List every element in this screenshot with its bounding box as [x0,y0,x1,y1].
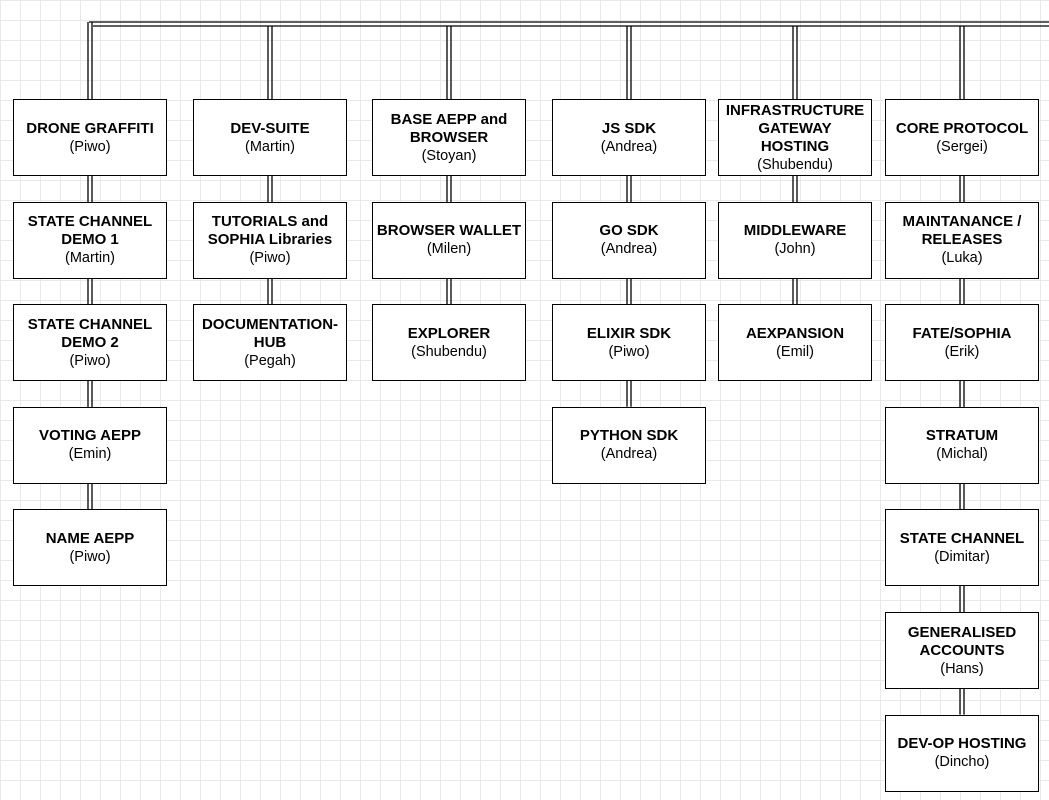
node-title: STRATUM [925,427,999,445]
node-title: CORE PROTOCOL [895,119,1029,137]
node-title: BROWSER WALLET [376,222,522,240]
node-owner: (Piwo) [69,138,111,155]
node-owner: (Milen) [426,241,472,258]
node-title: HOSTING [760,137,830,155]
node-owner: (Dimitar) [934,548,990,565]
node-owner: (Andrea) [600,138,658,155]
node-title: EXPLORER [407,324,491,342]
node-owner: (Shubendu) [411,343,487,360]
node-owner: (John) [774,241,816,258]
node-owner: (Sergei) [936,138,988,155]
node-title: ELIXIR SDK [586,324,672,342]
node-owner: (Michal) [936,446,988,463]
node-title: PYTHON SDK [579,427,679,445]
node-title: JS SDK [601,119,657,137]
org-node[interactable]: DOCUMENTATION-HUB(Pegah) [193,304,347,382]
node-owner: (Andrea) [600,241,658,258]
node-owner: (Luka) [941,250,983,267]
org-node[interactable]: CORE PROTOCOL(Sergei) [885,99,1039,176]
node-owner: (Pegah) [244,352,296,369]
node-title: SOPHIA Libraries [207,231,333,249]
node-title: DRONE GRAFFITI [26,119,154,137]
node-owner: (Erik) [944,343,980,360]
org-node[interactable]: MIDDLEWARE(John) [718,201,872,279]
node-title: FATE/SOPHIA [912,324,1012,342]
org-node[interactable]: EXPLORER(Shubendu) [372,304,526,382]
node-title: DOCUMENTATION- [201,315,339,333]
node-title: GO SDK [599,222,659,240]
node-owner: (Emin) [68,446,112,463]
node-owner: (Hans) [940,660,984,677]
node-owner: (Martin) [65,250,115,267]
node-title: DEMO 2 [61,333,119,351]
node-title: ACCOUNTS [919,641,1005,659]
node-owner: (Piwo) [249,250,291,267]
node-title: INFRASTRUCTURE [725,101,865,119]
node-owner: (Andrea) [600,446,658,463]
node-owner: (Stoyan) [421,147,477,164]
org-node[interactable]: AEXPANSION(Emil) [718,304,872,382]
org-node[interactable]: STATE CHANNEL(Dimitar) [885,509,1039,587]
node-owner: (Piwo) [608,343,650,360]
node-title: VOTING AEPP [39,427,141,445]
org-node[interactable]: DEV-SUITE(Martin) [193,99,347,176]
org-node[interactable]: DEV-OP HOSTING(Dincho) [885,714,1039,792]
org-node[interactable]: VOTING AEPP(Emin) [13,406,167,484]
node-title: BROWSER [409,128,489,146]
node-owner: (Piwo) [69,548,111,565]
node-title: DEMO 1 [61,231,119,249]
org-node[interactable]: ELIXIR SDK(Piwo) [552,304,706,382]
org-node[interactable]: FATE/SOPHIA(Erik) [885,304,1039,382]
node-title: GENERALISED [907,623,1017,641]
org-node[interactable]: NAME AEPP(Piwo) [13,509,167,587]
org-node[interactable]: JS SDK(Andrea) [552,99,706,176]
node-owner: (Piwo) [69,352,111,369]
node-title: DEV-SUITE [230,119,310,137]
node-title: NAME AEPP [45,529,135,547]
org-node[interactable]: PYTHON SDK(Andrea) [552,406,706,484]
node-title: BASE AEPP and [390,110,508,128]
node-owner: (Martin) [245,138,295,155]
node-title: STATE CHANNEL [27,315,153,333]
node-title: RELEASES [921,231,1003,249]
org-node[interactable]: BROWSER WALLET(Milen) [372,201,526,279]
node-title: GATEWAY [758,119,832,137]
node-title: TUTORIALS and [211,213,329,231]
node-title: STATE CHANNEL [27,213,153,231]
org-node[interactable]: DRONE GRAFFITI(Piwo) [13,99,167,176]
org-node[interactable]: GO SDK(Andrea) [552,201,706,279]
node-owner: (Emil) [776,343,814,360]
node-title: DEV-OP HOSTING [897,735,1027,753]
node-title: MIDDLEWARE [743,222,847,240]
node-owner: (Shubendu) [757,156,833,173]
org-node[interactable]: STRATUM(Michal) [885,406,1039,484]
node-title: HUB [253,333,287,351]
node-title: AEXPANSION [745,324,845,342]
node-title: MAINTANANCE / [902,213,1022,231]
org-node[interactable]: MAINTANANCE /RELEASES(Luka) [885,201,1039,279]
node-owner: (Dincho) [934,754,990,771]
node-title: STATE CHANNEL [899,529,1025,547]
